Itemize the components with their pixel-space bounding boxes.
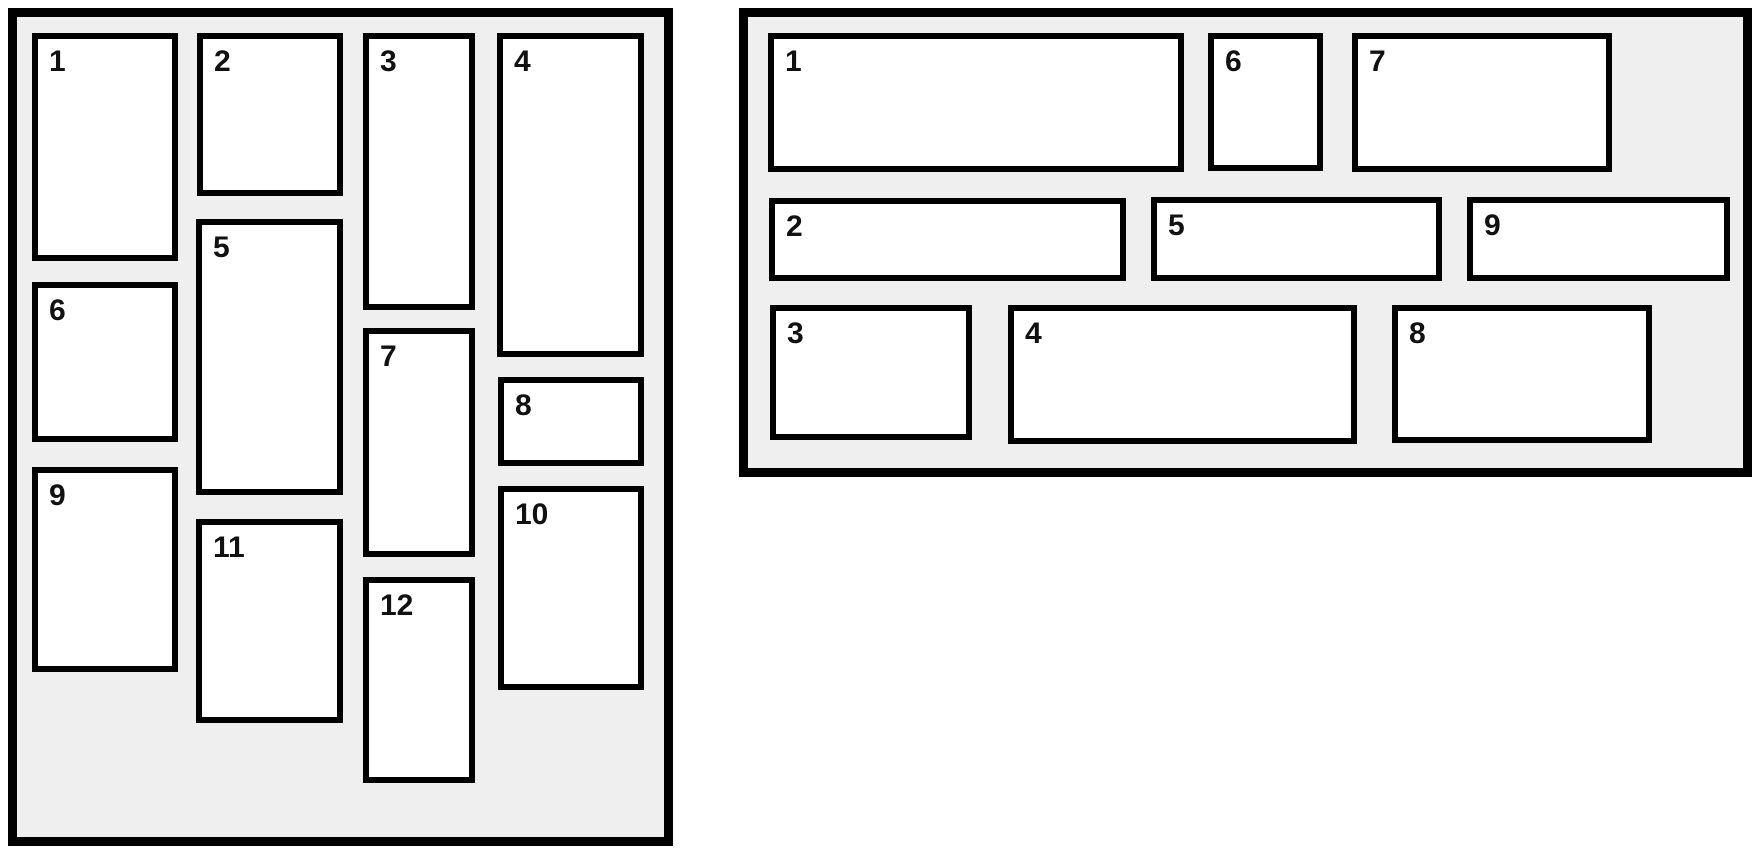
masonry-item-label: 1 — [785, 45, 802, 78]
masonry-item-label: 3 — [380, 45, 397, 78]
masonry-item-12: 12 — [363, 577, 475, 783]
row-masonry-item-1: 1 — [768, 33, 1184, 172]
masonry-item-2: 2 — [197, 33, 343, 196]
masonry-item-label: 3 — [787, 317, 804, 350]
row-masonry-item-8: 8 — [1392, 305, 1652, 443]
masonry-item-label: 8 — [1409, 317, 1426, 350]
row-masonry-panel: 1 2 3 4 5 6 7 8 9 — [739, 8, 1752, 477]
masonry-item-label: 7 — [1369, 45, 1386, 78]
masonry-item-11: 11 — [196, 519, 343, 723]
masonry-item-label: 9 — [1484, 209, 1501, 242]
masonry-item-label: 5 — [213, 231, 230, 264]
masonry-item-label: 8 — [515, 389, 532, 422]
masonry-item-label: 2 — [786, 210, 803, 243]
masonry-item-label: 9 — [49, 479, 66, 512]
row-masonry-item-4: 4 — [1008, 305, 1357, 444]
masonry-item-label: 2 — [214, 45, 231, 78]
masonry-item-5: 5 — [196, 219, 343, 495]
masonry-item-7: 7 — [363, 328, 475, 557]
masonry-item-label: 7 — [380, 340, 397, 373]
row-masonry-item-3: 3 — [770, 305, 972, 440]
masonry-item-9: 9 — [32, 467, 178, 672]
masonry-item-label: 4 — [514, 45, 531, 78]
masonry-item-10: 10 — [498, 486, 644, 690]
masonry-item-label: 12 — [380, 589, 414, 622]
column-masonry-panel: 1 2 3 4 5 6 7 8 9 10 11 12 — [8, 8, 673, 846]
masonry-item-label: 10 — [515, 498, 549, 531]
row-masonry-item-6: 6 — [1208, 33, 1323, 171]
masonry-item-label: 6 — [49, 294, 66, 327]
row-masonry-item-7: 7 — [1352, 33, 1612, 172]
row-masonry-item-2: 2 — [769, 198, 1126, 281]
row-masonry-item-5: 5 — [1151, 197, 1442, 281]
masonry-item-6: 6 — [32, 282, 178, 442]
masonry-item-8: 8 — [498, 377, 644, 466]
masonry-item-label: 5 — [1168, 209, 1185, 242]
masonry-item-4: 4 — [497, 33, 644, 357]
masonry-item-1: 1 — [32, 33, 178, 261]
masonry-item-label: 11 — [213, 531, 245, 564]
row-masonry-item-9: 9 — [1467, 197, 1730, 281]
masonry-item-label: 1 — [49, 45, 66, 78]
masonry-item-3: 3 — [363, 33, 475, 310]
masonry-item-label: 6 — [1225, 45, 1242, 78]
masonry-item-label: 4 — [1025, 317, 1042, 350]
